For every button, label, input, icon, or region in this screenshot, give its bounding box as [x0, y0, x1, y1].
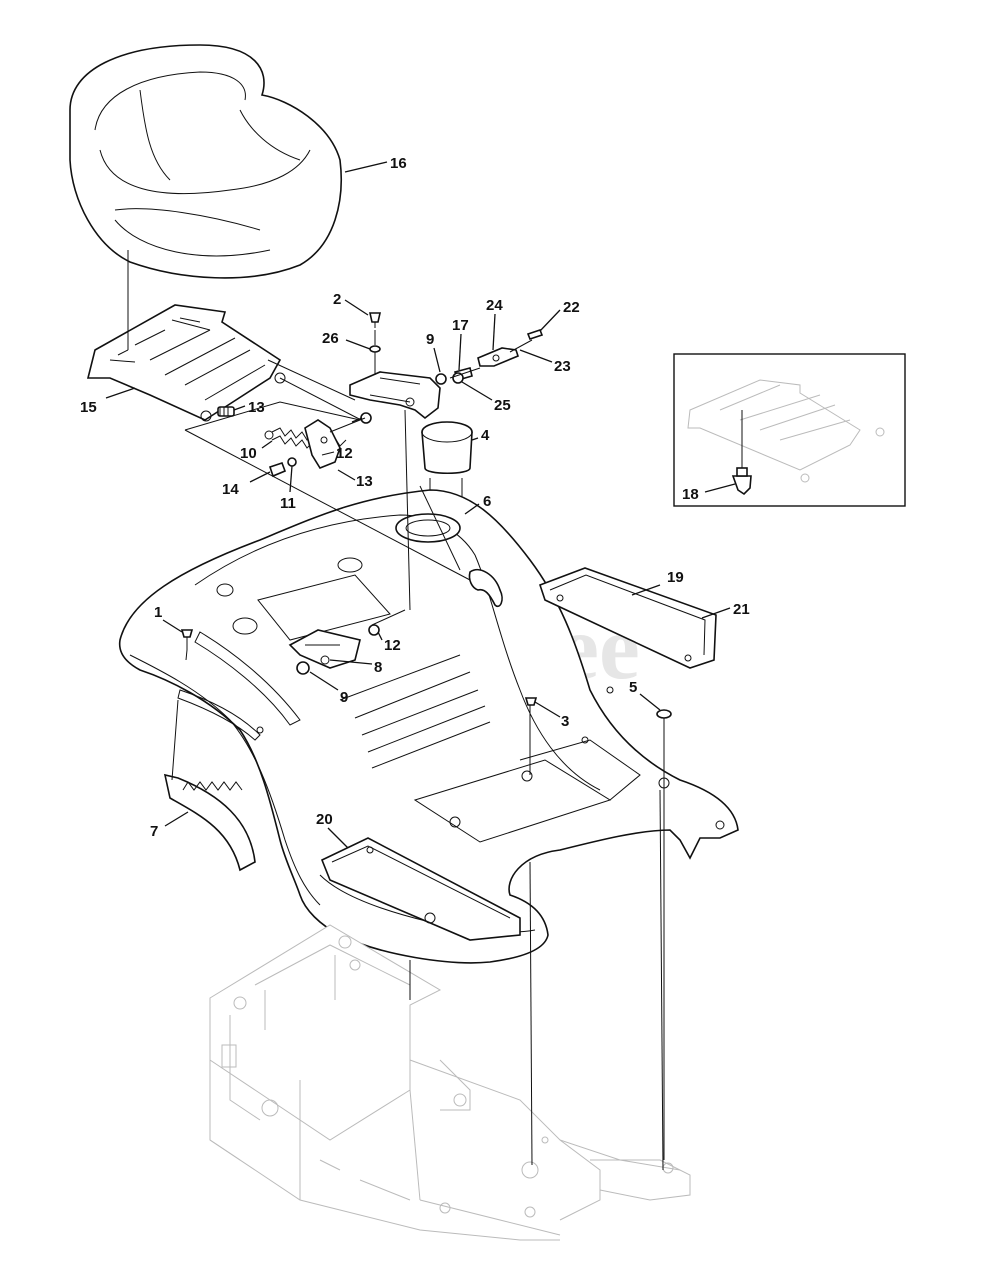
bolt-13-upper [217, 406, 235, 417]
callout-14: 13 [356, 473, 373, 490]
callout-19: 19 [667, 569, 684, 586]
callout-9-lower: 9 [340, 689, 348, 706]
seat-bracket-lower [288, 629, 361, 669]
callout-12-upper: 12 [336, 445, 353, 462]
seat-pan-part [86, 304, 286, 422]
washer-12-lower [368, 624, 380, 636]
callout-24: 24 [486, 297, 503, 314]
screw-26 [369, 345, 381, 353]
bolt-2 [369, 312, 381, 328]
seat-bracket-upper [349, 371, 441, 420]
fender-body-part [118, 489, 739, 964]
nut-9-lower [296, 661, 310, 675]
callout-26: 26 [322, 330, 339, 347]
callout-22: 22 [563, 299, 580, 316]
frame-chassis [209, 924, 691, 1241]
inset-box [673, 353, 906, 507]
callout-labels: 16 15 13 10 12 14 11 13 2 26 9 17 24 22 … [80, 155, 750, 840]
callout-8: 8 [374, 659, 382, 676]
screw-3 [524, 697, 538, 706]
callout-1: 1 [154, 604, 162, 621]
callout-5: 5 [629, 679, 637, 696]
callout-3: 3 [561, 713, 569, 730]
callout-15: 15 [80, 399, 97, 416]
callout-12-lower: 12 [384, 637, 401, 654]
callout-13-upper: 13 [248, 399, 265, 416]
callout-11: 11 [280, 495, 296, 512]
callout-17: 17 [452, 317, 469, 334]
washer-12-upper [329, 412, 372, 433]
callout-7: 7 [150, 823, 158, 840]
callout-4: 4 [481, 427, 490, 444]
bumper-18 [731, 467, 752, 496]
bolt-22 [526, 329, 544, 340]
seat-part [69, 44, 343, 279]
callout-20: 20 [316, 811, 333, 828]
callout-23: 23 [554, 358, 571, 375]
clip-24 [477, 347, 519, 367]
screw-1 [180, 629, 194, 650]
fuel-cap-part [421, 421, 473, 475]
callout-21: 21 [733, 601, 750, 618]
callout-2: 2 [333, 291, 341, 308]
left-footpad-part [320, 837, 521, 941]
inset-seat-pan [687, 379, 885, 483]
nut-9-upper [435, 373, 447, 385]
callout-25: 25 [494, 397, 511, 414]
bolt-5 [656, 709, 672, 726]
callout-9-upper: 9 [426, 331, 434, 348]
right-footpad-part [538, 567, 717, 669]
callout-16: 16 [390, 155, 407, 172]
bolt-13-lower [268, 461, 287, 478]
callout-6: 6 [483, 493, 491, 510]
callout-13-lower: 14 [222, 481, 239, 498]
callout-10: 10 [240, 445, 257, 462]
callout-18: 18 [682, 486, 699, 503]
pin-17 [452, 367, 473, 384]
seat-rail-part [163, 773, 256, 872]
adjust-lever-part [304, 419, 341, 469]
nut-11 [287, 457, 297, 467]
leader-lines [105, 161, 736, 849]
